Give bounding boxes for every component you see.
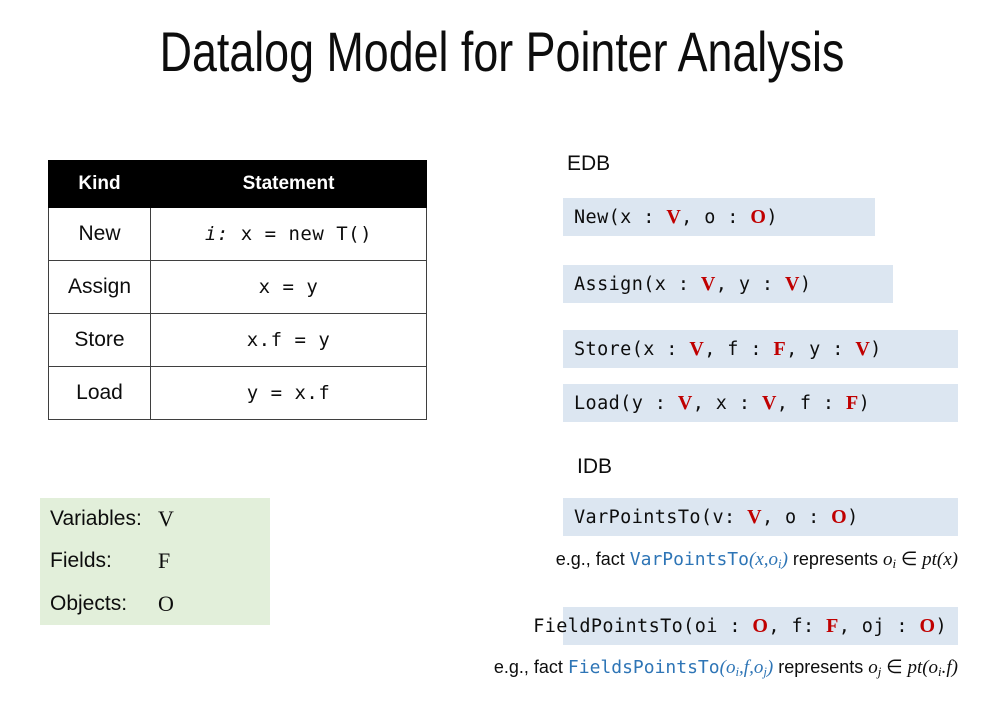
predicate-arg: y : (631, 392, 678, 414)
example-formula: oi (882, 549, 897, 572)
predicate-arg: , f: (768, 615, 827, 637)
type-symbol: F (773, 337, 787, 360)
page-title: Datalog Model for Pointer Analysis (159, 20, 845, 83)
legend-label: Fields: (50, 549, 112, 573)
cell-statement: i: x = new T() (150, 207, 427, 261)
predicate-open: VarPointsTo( (574, 506, 713, 528)
column-header-kind: Kind (48, 160, 151, 208)
example-formula-tail: pt(oi.f) (907, 657, 958, 680)
type-symbol: O (750, 205, 767, 228)
type-symbol: V (855, 337, 871, 360)
predicate-arg: , y : (715, 273, 785, 295)
type-symbol: V (761, 391, 777, 414)
example-formula-tail: pt(x) (922, 549, 958, 570)
example-middle: represents (787, 549, 883, 569)
predicate-arg: , f : (776, 392, 847, 414)
predicate-open: New( (574, 206, 621, 228)
cell-kind: Assign (48, 260, 151, 314)
cell-statement: x.f = y (150, 313, 427, 367)
column-header-statement: Statement (150, 160, 427, 208)
type-symbol: O (919, 614, 936, 637)
predicate-close: ) (766, 206, 778, 228)
predicate-close: ) (799, 273, 812, 295)
domain-legend-box: Variables: V Fields: F Objects: O (40, 498, 270, 625)
predicate-fieldpointsto: FieldPointsTo(oi : O, f: F, oj : O) (533, 607, 958, 645)
predicate-arg: , x : (692, 392, 762, 414)
table-row: Assign x = y (48, 260, 427, 314)
example-code-name: VarPointsTo (629, 549, 749, 570)
predicate-open: Load( (574, 392, 632, 414)
legend-row-fields: Fields: F (40, 540, 270, 582)
type-symbol: V (747, 505, 762, 528)
type-symbol: O (831, 505, 848, 528)
edb-section-label: EDB (567, 152, 611, 175)
predicate-varpointsto: VarPointsTo(v: V, o : O) (563, 498, 958, 536)
type-symbol: F (826, 614, 839, 637)
predicate-open: Assign( (574, 273, 655, 295)
type-symbol: V (689, 337, 705, 360)
predicate-arg: x : (643, 338, 690, 360)
legend-row-variables: Variables: V (40, 498, 270, 540)
predicate-arg: x : (620, 206, 667, 228)
cell-kind: New (48, 207, 151, 261)
example-prefix: e.g., fact (493, 657, 568, 677)
predicate-arg: , o : (681, 206, 751, 228)
legend-symbol: O (158, 590, 174, 616)
example-fieldpointsto: e.g., fact FieldsPointsTo(oi,f,oj) repre… (494, 656, 958, 680)
idb-section-label: IDB (577, 455, 613, 478)
statement-text: x = y (258, 276, 319, 298)
table-header-row: Kind Statement (48, 160, 427, 208)
legend-label: Objects: (50, 591, 128, 615)
statement-text: y = x.f (246, 382, 331, 404)
predicate-close: ) (935, 615, 947, 637)
predicate-arg: , o : (761, 506, 832, 528)
legend-symbol: V (158, 506, 174, 532)
statement-index: i: (204, 223, 241, 245)
table-row: New i: x = new T() (48, 207, 427, 261)
example-middle: represents (773, 657, 869, 677)
example-prefix: e.g., fact (555, 549, 630, 569)
predicate-close: ) (870, 338, 882, 360)
predicate-arg: oi : (694, 615, 753, 637)
legend-row-objects: Objects: O (40, 583, 270, 625)
example-code-args: (x,oi) (748, 549, 788, 572)
element-of-icon: ∈ (881, 657, 908, 678)
legend-symbol: F (158, 548, 171, 574)
predicate-arg: v: (712, 506, 748, 528)
predicate-arg: x : (654, 273, 701, 295)
predicate-close: ) (858, 392, 871, 414)
type-symbol: V (666, 205, 682, 228)
element-of-icon: ∈ (896, 549, 923, 570)
example-code-args: (oi,f,oj) (719, 657, 774, 680)
predicate-arg: , oj : (838, 615, 920, 637)
statement-table: Kind Statement New i: x = new T() Assign… (48, 160, 427, 420)
predicate-arg: , y : (786, 338, 856, 360)
cell-statement: y = x.f (150, 366, 427, 420)
statement-text: x.f = y (246, 329, 331, 351)
predicate-open: Store( (574, 338, 644, 360)
predicate-close: ) (847, 506, 859, 528)
cell-statement: x = y (150, 260, 427, 314)
legend-label: Variables: (50, 507, 142, 531)
example-formula: oj (868, 657, 882, 680)
table-row: Load y = x.f (48, 366, 427, 420)
predicate-load: Load(y : V, x : V, f : F) (563, 384, 958, 422)
type-symbol: F (846, 391, 859, 414)
statement-text: x = new T() (240, 223, 373, 245)
type-symbol: V (677, 391, 693, 414)
predicate-assign: Assign(x : V, y : V) (563, 265, 893, 303)
type-symbol: O (752, 614, 769, 637)
cell-kind: Store (48, 313, 151, 367)
type-symbol: V (785, 272, 800, 295)
example-varpointsto: e.g., fact VarPointsTo(x,oi) represents … (556, 548, 958, 572)
predicate-store: Store(x : V, f : F, y : V) (563, 330, 958, 368)
cell-kind: Load (48, 366, 151, 420)
predicate-arg: , f : (704, 338, 774, 360)
type-symbol: V (700, 272, 716, 295)
table-row: Store x.f = y (48, 313, 427, 367)
example-code-name: FieldsPointsTo (567, 657, 720, 678)
predicate-new: New(x : V, o : O) (563, 198, 875, 236)
predicate-open: FieldPointsTo( (533, 615, 695, 637)
